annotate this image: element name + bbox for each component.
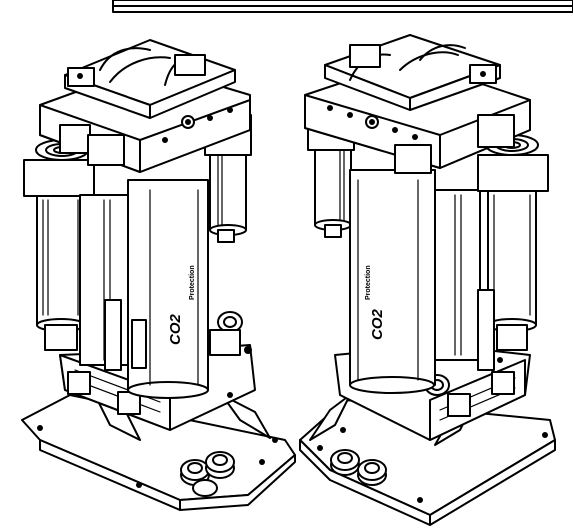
right-desiccant-column-a — [434, 189, 481, 361]
left-desiccant-column-b: CO2 Protection — [127, 179, 209, 399]
right-top-frame — [324, 34, 501, 111]
left-brand-label: CO2 — [167, 314, 184, 346]
right-brand-word: Protection — [365, 265, 372, 300]
top-edge-bar — [112, 0, 573, 13]
right-floor-fittings — [330, 449, 387, 486]
left-top-frame — [64, 39, 236, 119]
left-brand-word: Protection — [189, 265, 196, 300]
left-floor-fittings — [180, 451, 235, 497]
right-filter-bowl-a — [477, 134, 549, 371]
right-desiccant-column-b: CO2 Protection — [349, 169, 436, 394]
left-dryer-unit: CO2 Protection — [21, 39, 296, 511]
left-desiccant-column-a — [79, 194, 129, 371]
right-dryer-unit: CO2 Protection — [299, 34, 556, 526]
left-side-gauge — [209, 311, 243, 356]
right-brand-label: CO2 — [369, 309, 386, 341]
